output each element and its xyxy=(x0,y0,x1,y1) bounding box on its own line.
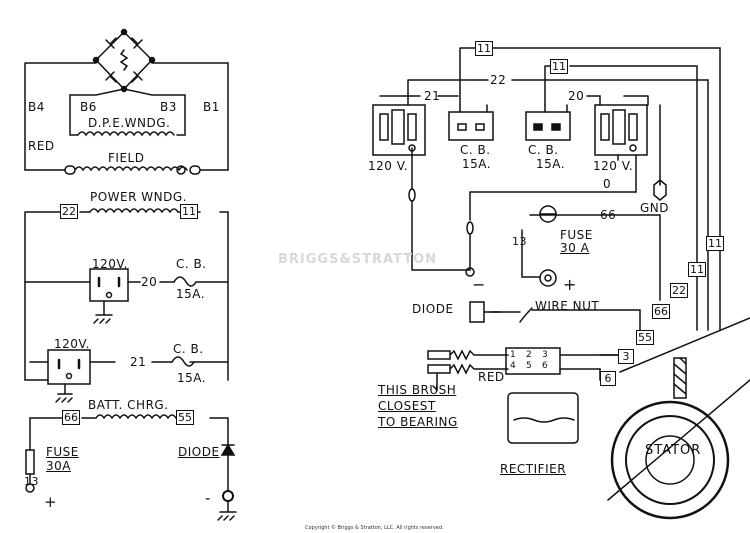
terminal-2: 2 xyxy=(526,350,533,360)
terminal-1: 1 xyxy=(510,350,517,360)
terminal-3: 3 xyxy=(542,350,549,360)
wire-0-label: 0 xyxy=(603,177,612,191)
watermark: BRIGGS&STRATTON xyxy=(278,252,438,267)
wire-21-label: 21 xyxy=(130,355,147,369)
cb-right-rating: 15A. xyxy=(536,157,566,171)
copyright-notice: Copyright © Briggs & Stratton, LLC. All … xyxy=(305,525,444,531)
fuse-rating: 30A xyxy=(46,459,71,473)
receptacle-2-label: 120V. xyxy=(54,337,90,351)
red-lead-label: RED xyxy=(478,370,505,384)
wire-nut-label: WIRE NUT xyxy=(535,299,600,313)
brush-note-line-3: TO BEARING xyxy=(378,415,458,429)
plus-terminal: + xyxy=(44,493,58,511)
brush-b4-label: B4 xyxy=(28,100,45,114)
wire-13-label-right: 13 xyxy=(512,235,527,248)
wire-66-label: 66 xyxy=(600,208,617,222)
brush-b6-label: B6 xyxy=(80,100,97,114)
receptacle-1-label: 120V. xyxy=(92,257,128,271)
stator-tag-3: 3 xyxy=(618,349,634,364)
brush-note-line-1: THIS BRUSH xyxy=(378,383,457,397)
stator-tag-11b: 11 xyxy=(688,262,706,277)
fuse-rating-right: 30 A xyxy=(560,241,590,255)
fuse-label: FUSE xyxy=(46,445,79,459)
cb-2-rating: 15A. xyxy=(177,371,207,385)
bridge-rectifier xyxy=(92,28,156,93)
wire-20-label-right: 20 xyxy=(568,89,585,103)
diode-label: DIODE xyxy=(178,445,220,459)
stator-tag-6: 6 xyxy=(600,371,616,386)
cb-left-rating: 15A. xyxy=(462,157,492,171)
wire-21-label-right: 21 xyxy=(424,89,441,103)
cb-right-label: C. B. xyxy=(528,143,559,157)
stator-tag-11: 11 xyxy=(706,236,724,251)
gnd-label: GND xyxy=(640,201,670,215)
minus-terminal-right: − xyxy=(472,275,486,294)
minus-terminal: - xyxy=(205,489,211,507)
cb-left-label: C. B. xyxy=(460,143,491,157)
brush-note-line-2: CLOSEST xyxy=(378,399,436,413)
plus-terminal-right: + xyxy=(563,275,577,294)
batt-charge-label: BATT. CHRG. xyxy=(88,398,169,412)
wire-tag-66: 66 xyxy=(62,410,80,425)
wire-tag-11-b: 11 xyxy=(550,59,568,74)
stator-label: STATOR xyxy=(645,443,702,458)
dpe-winding-label: D.P.E.WNDG. xyxy=(88,116,171,130)
diode-label-right: DIODE xyxy=(412,302,454,316)
wire-20-label: 20 xyxy=(141,275,158,289)
wire-tag-11-top: 11 xyxy=(475,41,493,56)
receptacle-left-label: 120 V. xyxy=(368,159,409,173)
wire-13-label: 13 xyxy=(24,475,39,488)
terminal-6: 6 xyxy=(542,361,549,371)
rectifier-label: RECTIFIER xyxy=(500,462,567,476)
wire-22-label: 22 xyxy=(490,73,507,87)
stator-tag-22: 22 xyxy=(670,283,688,298)
stator-tag-55: 55 xyxy=(636,330,654,345)
brush-b1-label: B1 xyxy=(203,100,220,114)
cb-1-label: C. B. xyxy=(176,257,207,271)
wire-tag-22: 22 xyxy=(60,204,78,219)
red-wire-label: RED xyxy=(28,139,55,153)
wire-tag-11: 11 xyxy=(180,204,198,219)
field-label: FIELD xyxy=(108,151,145,165)
cb-1-rating: 15A. xyxy=(176,287,206,301)
receptacle-right-label: 120 V. xyxy=(593,159,634,173)
cb-2-label: C. B. xyxy=(173,342,204,356)
stator-tag-66: 66 xyxy=(652,304,670,319)
wire-tag-55: 55 xyxy=(176,410,194,425)
terminal-4: 4 xyxy=(510,361,517,371)
brush-b3-label: B3 xyxy=(160,100,177,114)
terminal-5: 5 xyxy=(526,361,533,371)
power-winding-label: POWER WNDG. xyxy=(90,190,187,204)
fuse-label-right: FUSE xyxy=(560,228,593,242)
